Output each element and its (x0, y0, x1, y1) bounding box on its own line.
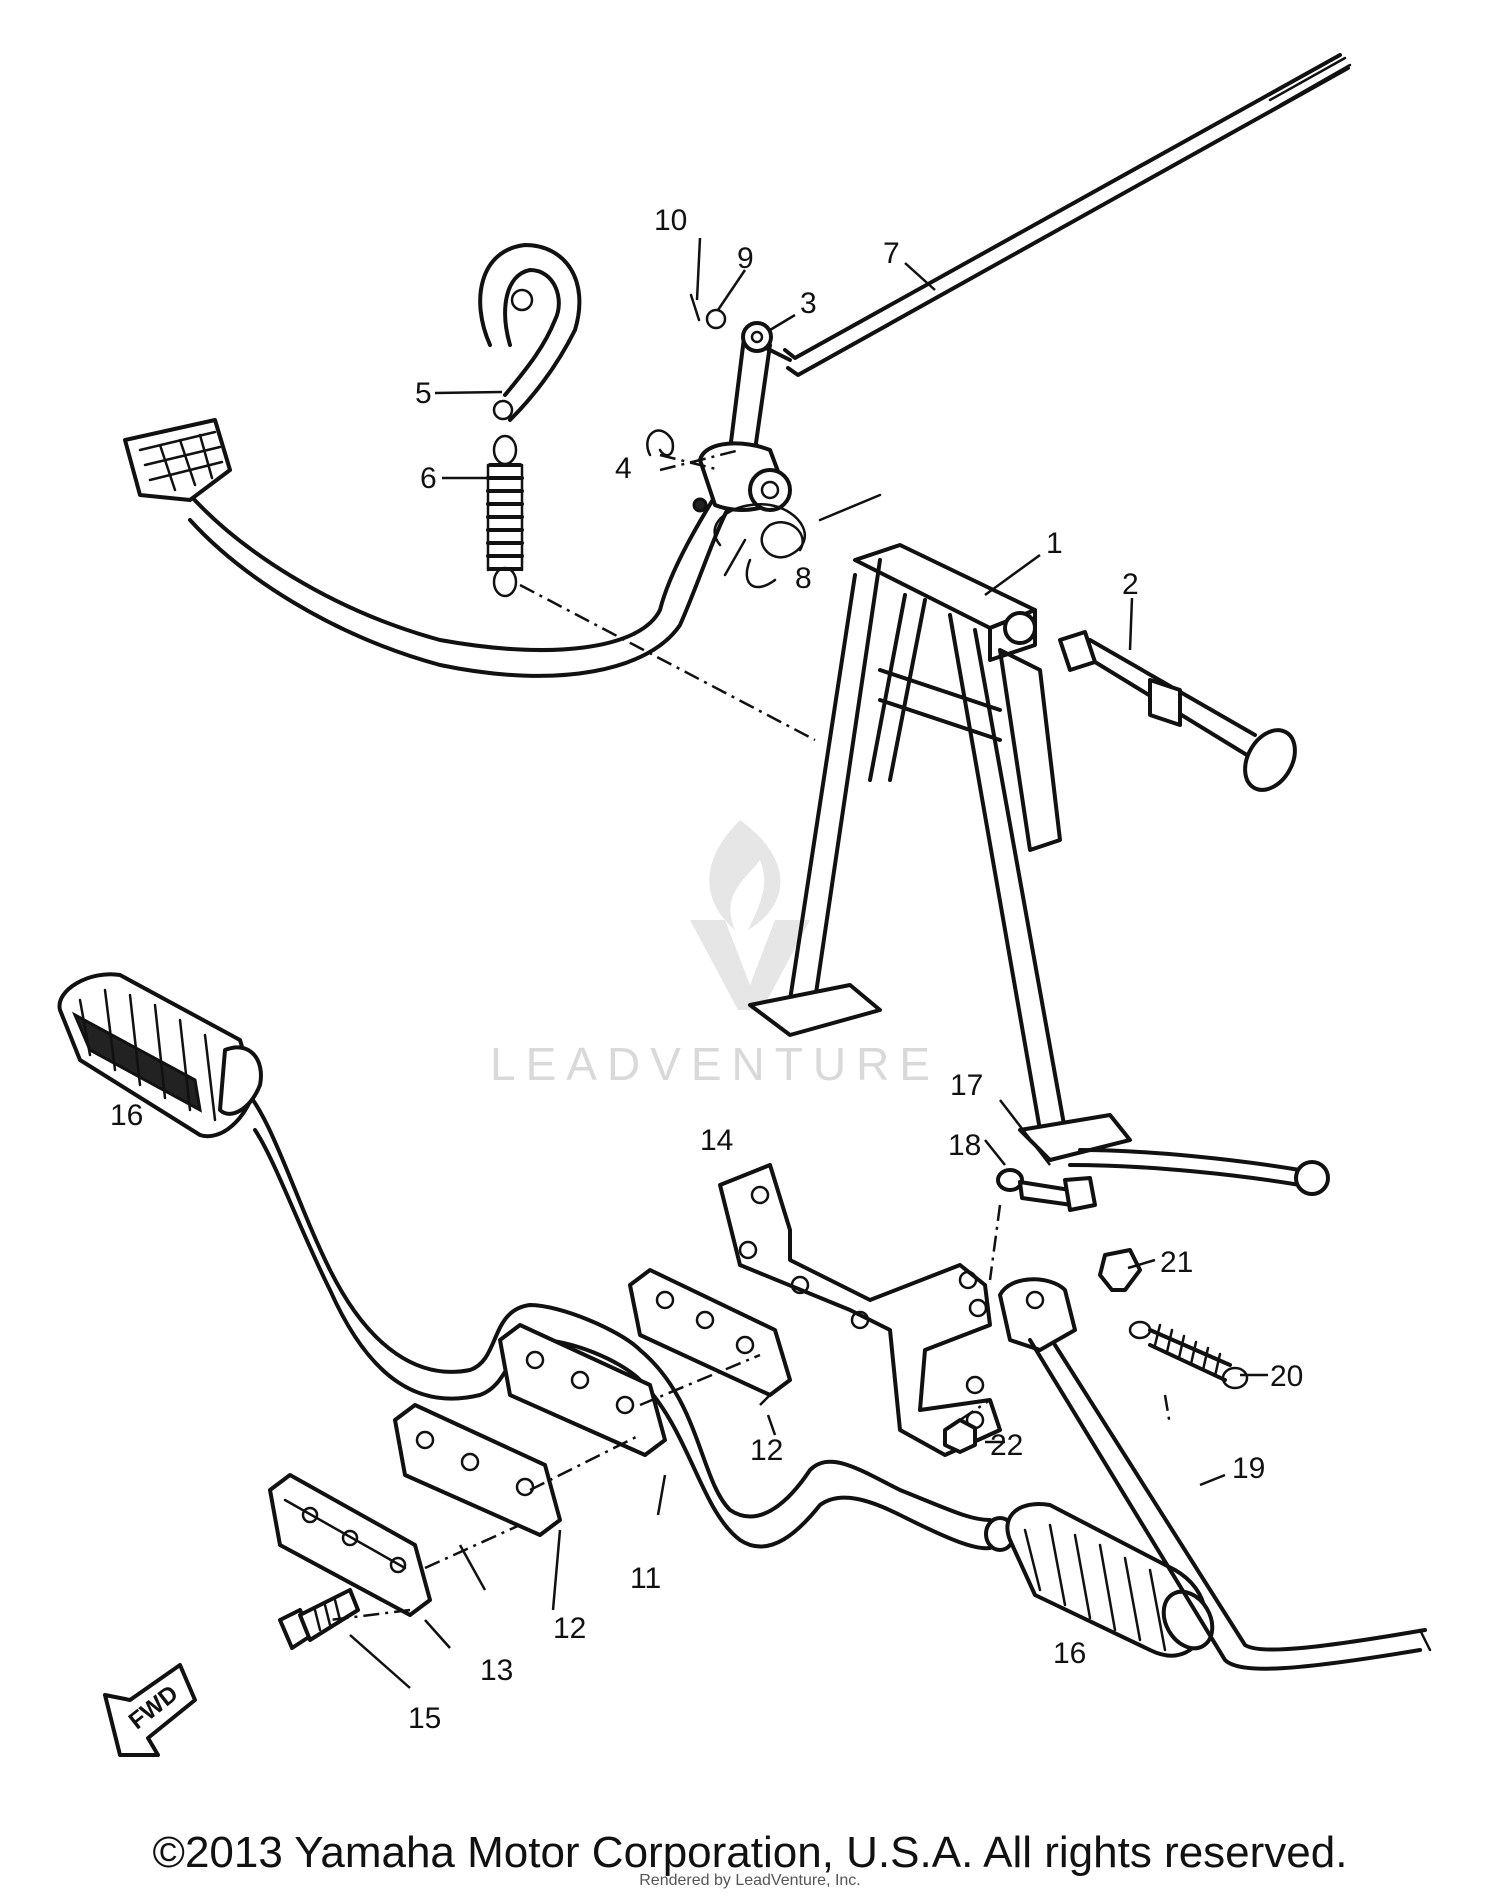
callout-6: 6 (420, 462, 437, 495)
callout-3: 3 (800, 287, 817, 320)
watermark-text: LEADVENTURE (490, 1038, 940, 1090)
callout-15: 15 (408, 1702, 441, 1735)
callout-20: 20 (1270, 1360, 1303, 1393)
fwd-arrow-icon: FWD (103, 1663, 197, 1757)
callout-12a: 12 (750, 1434, 783, 1467)
callout-1: 1 (1046, 527, 1063, 560)
callout-22: 22 (990, 1429, 1023, 1462)
leader-lines (349, 237, 1268, 1689)
part-side-stand (998, 1277, 1432, 1671)
callout-16b: 16 (1053, 1637, 1086, 1670)
part-spring-bracket (478, 243, 582, 422)
part-return-spring (1128, 1320, 1249, 1390)
part-circlip (646, 429, 675, 457)
rendered-by-text: Rendered by LeadVenture, Inc. (639, 1872, 861, 1889)
callout-19: 19 (1232, 1452, 1265, 1485)
part-channel-plate (268, 1473, 432, 1617)
copyright-text: ©2013 Yamaha Motor Corporation, U.S.A. A… (152, 1828, 1348, 1877)
part-footrest-bracket (718, 1163, 1002, 1457)
callout-7: 7 (883, 237, 900, 270)
part-torsion-spring (713, 493, 882, 589)
part-bolt-15 (278, 1588, 360, 1650)
watermark-logo (690, 820, 810, 1010)
callout-10: 10 (654, 204, 687, 237)
assembly-lines-upper (519, 448, 816, 742)
callout-5: 5 (415, 377, 432, 410)
part-bolt-17 (996, 1168, 1097, 1212)
part-clamp-plate-lower (393, 1403, 562, 1537)
callout-18: 18 (948, 1129, 981, 1162)
part-pivot-bolt (1098, 1248, 1142, 1292)
callout-2: 2 (1122, 568, 1139, 601)
part-clamp-plate-upper (628, 1268, 792, 1397)
callout-12b: 12 (553, 1612, 586, 1645)
callout-16a: 16 (110, 1099, 143, 1132)
part-brake-pedal (123, 418, 792, 678)
part-pivot-shaft (1058, 630, 1297, 792)
part-rod (758, 53, 1352, 377)
part-footrest-bar (238, 1083, 1016, 1552)
callout-9: 9 (737, 242, 754, 275)
callout-11: 11 (630, 1562, 661, 1595)
part-footrest-grip-left (57, 972, 263, 1139)
part-washer-pin (689, 293, 727, 330)
callout-14: 14 (700, 1124, 733, 1157)
callout-8: 8 (795, 562, 812, 595)
callout-21: 21 (1160, 1246, 1193, 1279)
watermark: LEADVENTURE (490, 820, 940, 1090)
part-footrest-grip-right (1005, 1502, 1215, 1658)
assembly-lines-lower (329, 1204, 1172, 1622)
callout-labels: 1 2 3 4 5 6 7 8 9 10 11 12 12 13 14 15 1… (110, 204, 1303, 1735)
part-nut (943, 1418, 977, 1454)
part-clamp-plate-mid (498, 1323, 667, 1457)
part-brake-arm (728, 321, 773, 452)
callout-17: 17 (950, 1069, 983, 1102)
callout-13: 13 (480, 1654, 513, 1687)
callout-4: 4 (615, 452, 632, 485)
part-spring (486, 434, 524, 598)
part-center-stand (748, 543, 1330, 1196)
